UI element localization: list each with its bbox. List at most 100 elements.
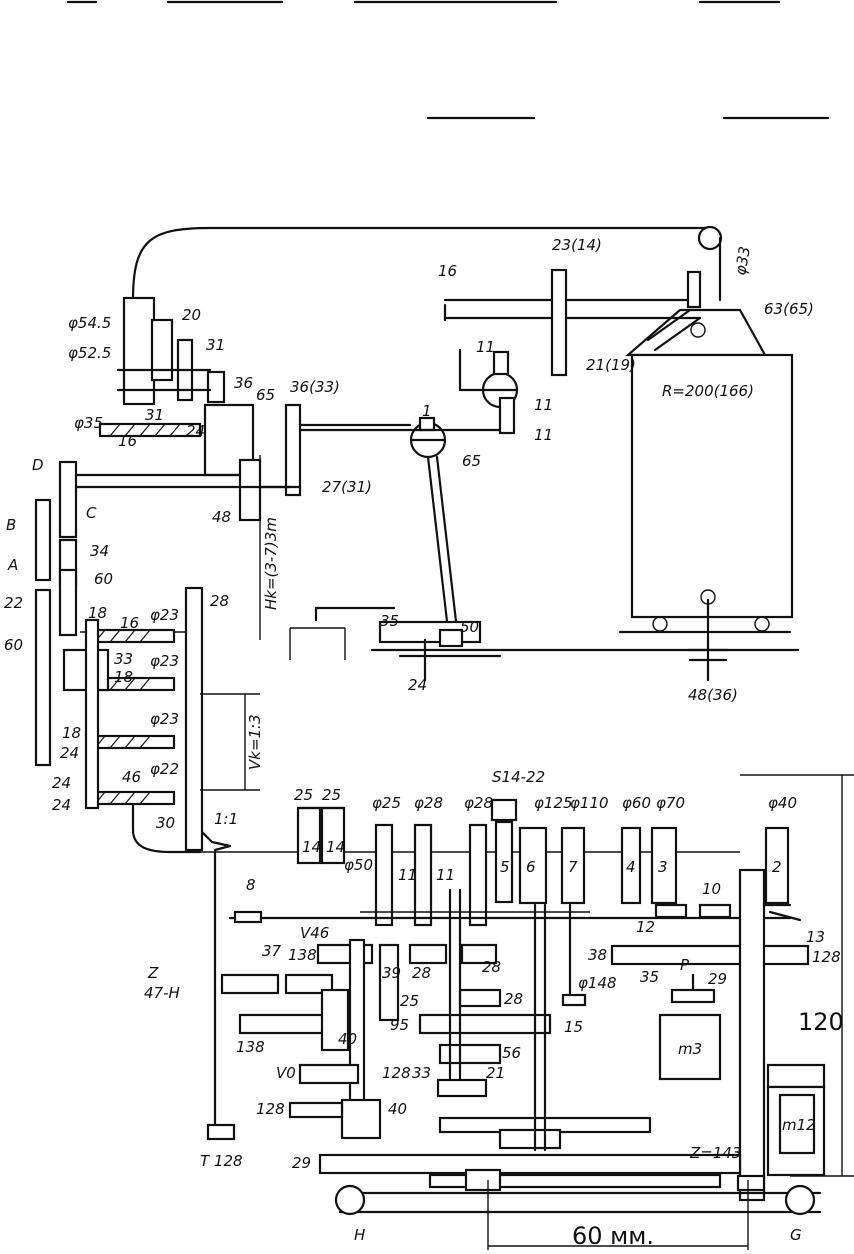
- label-roll-14-b: 14: [326, 838, 345, 856]
- label-roll-2: 2: [772, 858, 782, 876]
- label-36: 36: [234, 374, 253, 392]
- label-24-e: 24: [52, 796, 71, 814]
- label-50-a: 50: [460, 618, 479, 636]
- label-39: 39: [382, 964, 401, 982]
- label-22-a: 22: [4, 594, 23, 612]
- label-18-a: 18: [88, 604, 107, 622]
- labels: 16 23(14) φ33 63(65) φ54.5 20 φ52.5 31 3…: [4, 236, 844, 1250]
- label-31-b: 31: [145, 406, 164, 424]
- label-d33: φ33: [731, 245, 754, 277]
- dimension-60mm: 60 мм.: [572, 1222, 654, 1250]
- label-138-b: 138: [236, 1038, 265, 1056]
- label-65-b: 65: [462, 452, 481, 470]
- label-T128: T 128: [200, 1152, 243, 1170]
- label-S14-22: S14-22: [492, 768, 545, 786]
- label-28-d: 28: [504, 990, 523, 1008]
- label-15: 15: [564, 1018, 583, 1036]
- label-11-b: 11: [534, 396, 553, 414]
- label-34: 34: [90, 542, 109, 560]
- label-d40: φ40: [768, 794, 797, 812]
- label-D: D: [32, 456, 44, 474]
- label-35-b: 35: [640, 968, 659, 986]
- label-11-a: 11: [476, 338, 495, 356]
- label-11-c: 11: [534, 426, 553, 444]
- label-128-c: 128: [256, 1100, 285, 1118]
- label-roll-11-a: 11: [398, 866, 417, 884]
- label-37: 37: [262, 942, 282, 960]
- label-d35: φ35: [74, 414, 103, 432]
- label-25-c: 25: [400, 992, 419, 1010]
- label-24-a: 24: [186, 422, 205, 440]
- label-roll-5: 5: [500, 858, 510, 876]
- label-21: 21: [486, 1064, 505, 1082]
- label-V0: V0: [276, 1064, 296, 1082]
- label-10: 10: [702, 880, 721, 898]
- label-38-a: 38: [588, 946, 607, 964]
- header-rules: [66, 0, 830, 120]
- label-m12: m12: [782, 1116, 816, 1134]
- label-13: 13: [806, 928, 825, 946]
- label-95: 95: [390, 1016, 409, 1034]
- label-d545: φ54.5: [68, 314, 111, 332]
- label-30: 30: [156, 814, 175, 832]
- dimension-120: 120: [798, 1008, 844, 1036]
- label-d23-b: φ23: [150, 652, 179, 670]
- label-56: 56: [502, 1044, 521, 1062]
- label-H: H: [354, 1226, 365, 1244]
- label-C: C: [86, 504, 97, 522]
- label-33-b: 33: [412, 1064, 431, 1082]
- label-d28-a: φ28: [414, 794, 443, 812]
- label-33-a: 33: [114, 650, 133, 668]
- label-roll-4: 4: [626, 858, 636, 876]
- label-d28-b: φ28: [464, 794, 493, 812]
- label-d110: φ110: [570, 794, 609, 812]
- label-Vk: Vk=1:3: [246, 714, 264, 770]
- label-G: G: [790, 1226, 802, 1244]
- label-27-31: 27(31): [322, 478, 372, 496]
- label-60-b: 60: [4, 636, 23, 654]
- label-29-b: 29: [292, 1154, 311, 1172]
- label-46: 46: [122, 768, 141, 786]
- label-Z: Z: [147, 964, 159, 982]
- label-P: P: [680, 956, 690, 974]
- label-31-a: 31: [206, 336, 225, 354]
- label-47-H: 47-H: [144, 984, 180, 1002]
- label-25-a: 25: [294, 786, 313, 804]
- label-20: 20: [182, 306, 201, 324]
- label-18-c: 18: [62, 724, 81, 742]
- label-roll-14-a: 14: [302, 838, 321, 856]
- label-138: 138: [288, 946, 317, 964]
- label-d50: φ50: [344, 856, 373, 874]
- label-roll-7: 7: [568, 858, 578, 876]
- label-12: 12: [636, 918, 655, 936]
- label-d22: φ22: [150, 760, 179, 778]
- label-B: B: [6, 516, 16, 534]
- label-48-a: 48: [212, 508, 231, 526]
- label-m3: m3: [678, 1040, 702, 1058]
- label-28-c: 28: [482, 958, 501, 976]
- label-28-a: 28: [210, 592, 229, 610]
- label-roll-3: 3: [658, 858, 668, 876]
- label-23-14: 23(14): [552, 236, 602, 254]
- label-36-33: 36(33): [290, 378, 340, 396]
- label-16-b: 16: [118, 432, 137, 450]
- label-d148: φ148: [578, 974, 617, 992]
- label-40-a: 40: [338, 1030, 357, 1048]
- label-40-b: 40: [388, 1100, 407, 1118]
- label-16-c: 16: [120, 614, 139, 632]
- label-1-1: 1:1: [214, 810, 238, 828]
- label-roll-11-b: 11: [436, 866, 455, 884]
- upper-mechanism: [34, 225, 800, 767]
- test-stand: [206, 774, 854, 1250]
- label-28-b: 28: [412, 964, 431, 982]
- label-roll-6: 6: [526, 858, 536, 876]
- label-16-top: 16: [438, 262, 457, 280]
- label-25-b: 25: [322, 786, 341, 804]
- label-Z143: Z=143: [689, 1144, 741, 1162]
- label-d25: φ25: [372, 794, 401, 812]
- label-48-36: 48(36): [688, 686, 738, 704]
- label-R: R=200(166): [662, 382, 754, 400]
- label-18-b: 18: [114, 668, 133, 686]
- label-Hk: Hk=(3-7)3m: [262, 517, 280, 610]
